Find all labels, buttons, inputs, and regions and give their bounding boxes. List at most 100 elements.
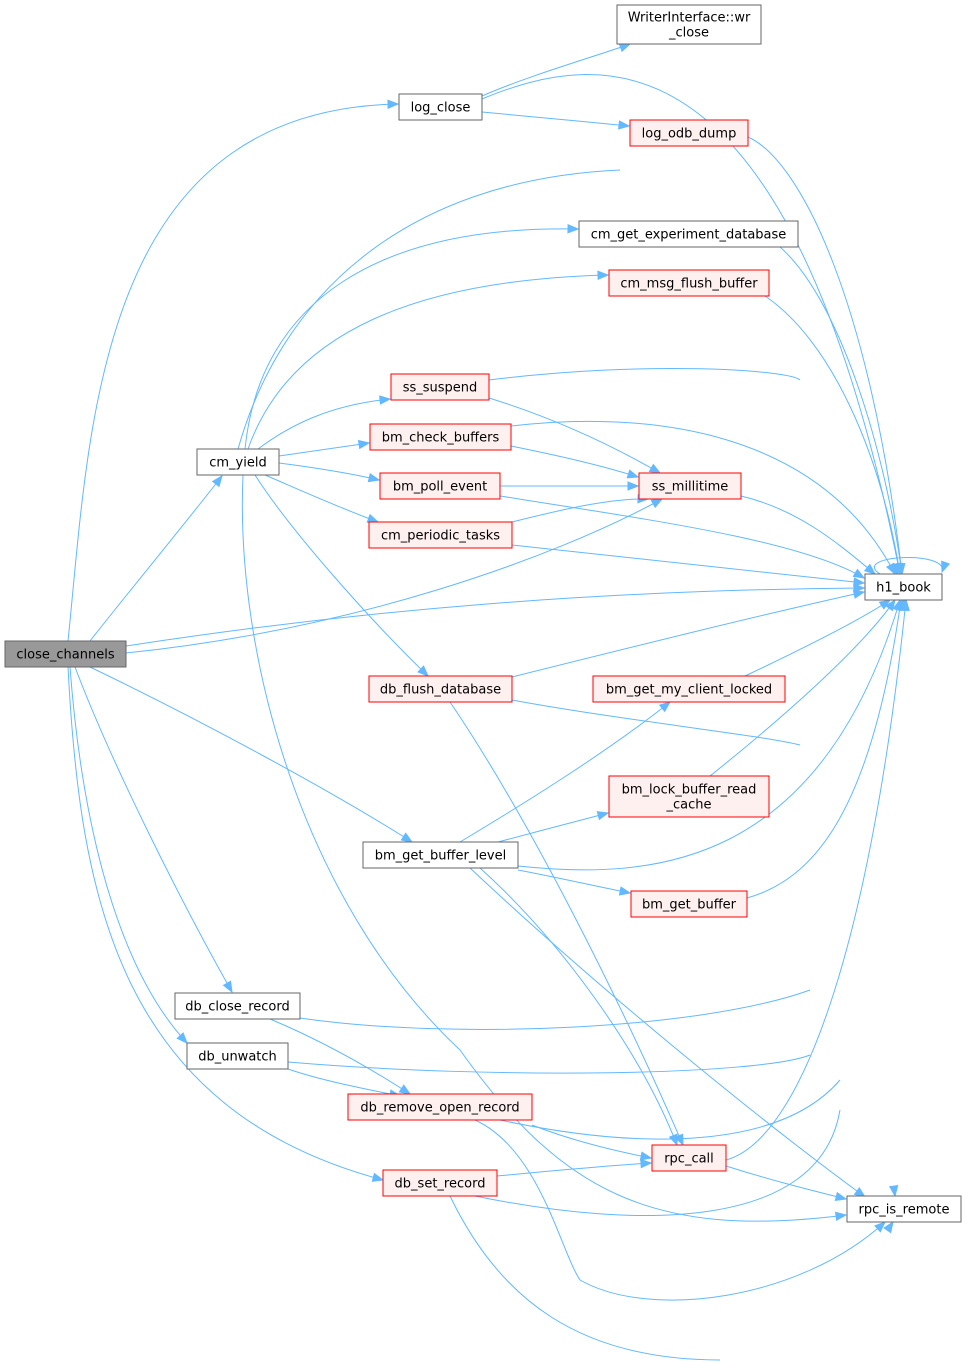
node-label: bm_check_buffers <box>382 431 500 446</box>
edge-close_channels-to-log_close <box>67 99 400 642</box>
node-db-close-record[interactable]: db_close_record <box>174 992 301 1020</box>
node-box[interactable] <box>630 890 748 918</box>
node-label: ss_suspend <box>403 381 478 396</box>
node-bm-get-my-client-locked[interactable]: bm_get_my_client_locked <box>592 675 786 703</box>
edge-cm_yield-to-bm_poll_event <box>278 462 381 483</box>
node-bm-get-buffer[interactable]: bm_get_buffer <box>630 890 748 918</box>
node-box[interactable] <box>390 373 490 401</box>
arrow-head <box>379 395 392 405</box>
arrow-head <box>941 560 951 574</box>
node-box[interactable] <box>578 220 799 248</box>
arrow-head <box>398 1084 412 1095</box>
arrow-head <box>357 439 371 450</box>
node-log-close[interactable]: log_close <box>398 93 483 121</box>
node-box[interactable] <box>174 992 301 1020</box>
edge-line <box>481 111 630 127</box>
node-cm-get-experiment-database[interactable]: cm_get_experiment_database <box>578 220 799 248</box>
node-box[interactable] <box>368 521 513 549</box>
node-rpc-call[interactable]: rpc_call <box>651 1144 727 1172</box>
node-label: cm_yield <box>209 456 266 471</box>
edge-line <box>511 498 649 523</box>
node-box[interactable] <box>608 775 770 818</box>
edge-line <box>517 599 901 871</box>
edge-h1_book-to-h1_book <box>874 557 951 575</box>
node-cm-periodic-tasks[interactable]: cm_periodic_tasks <box>368 521 513 549</box>
node-box[interactable] <box>196 448 280 476</box>
edge-bm_get_buffer_level-to-bm_get_my_client_locked <box>459 701 672 843</box>
edge-cm_yield-to-bm_check_buffers <box>278 439 371 457</box>
edge-line <box>740 495 876 575</box>
node-db-remove-open-record[interactable]: db_remove_open_record <box>347 1093 533 1121</box>
node-bm-check-buffers[interactable]: bm_check_buffers <box>369 423 512 451</box>
node-close-channels[interactable]: close_channels <box>4 640 127 668</box>
arrow-head <box>371 1172 385 1182</box>
edge-db_flush_database-to-h1_book <box>511 589 866 678</box>
edge-cm_msg_flush_buffer-to-h1_book <box>764 295 904 576</box>
node-box[interactable] <box>379 472 501 500</box>
edge-ss_suspend-to-ss_millitime <box>488 397 662 474</box>
arrow-head <box>211 474 223 488</box>
edge-log_odb_dump-to-h1_book <box>747 136 906 576</box>
edge-line <box>74 666 233 993</box>
node-label: bm_lock_buffer_read <box>622 783 757 798</box>
node-db-unwatch[interactable]: db_unwatch <box>186 1042 289 1070</box>
arrow-head <box>596 811 610 821</box>
node-writer-wr-close[interactable]: WriterInterface::wr_close <box>616 4 762 45</box>
node-bm-get-buffer-level[interactable]: bm_get_buffer_level <box>362 841 519 869</box>
edge-rpc_call-to-h1_book <box>725 598 910 1161</box>
node-box[interactable] <box>864 573 943 601</box>
node-label: db_flush_database <box>380 683 501 698</box>
edge-line <box>725 599 907 1161</box>
node-box[interactable] <box>398 93 483 121</box>
node-db-flush-database[interactable]: db_flush_database <box>368 675 513 703</box>
node-box[interactable] <box>186 1042 289 1070</box>
node-cm-msg-flush-buffer[interactable]: cm_msg_flush_buffer <box>608 269 770 297</box>
arrow-head <box>639 1151 653 1161</box>
edge-close_channels-to-db_close_record <box>74 666 233 994</box>
edge-bm_poll_event-to-h1_book <box>499 495 866 579</box>
node-label: WriterInterface::wr <box>628 11 751 26</box>
edge-db_remove_open_record-to-rpc_call <box>531 1124 653 1161</box>
node-bm-lock-buffer-read-cache[interactable]: bm_lock_buffer_read_cache <box>608 775 770 818</box>
node-box[interactable] <box>629 119 749 147</box>
node-box[interactable] <box>362 841 519 869</box>
edge-line <box>254 474 429 677</box>
node-box[interactable] <box>347 1093 533 1121</box>
node-cm-yield[interactable]: cm_yield <box>196 448 280 476</box>
arrow-head <box>834 1211 848 1222</box>
node-box[interactable] <box>608 269 770 297</box>
node-box[interactable] <box>638 472 742 500</box>
edge-bm_get_buffer_level-to-h1_book <box>517 598 902 871</box>
node-log-odb-dump[interactable]: log_odb_dump <box>629 119 749 147</box>
edge-log_close-to-log_odb_dump <box>481 111 631 130</box>
edge-line <box>499 1079 841 1140</box>
arrow-head <box>626 469 640 479</box>
arrow-head <box>367 472 381 483</box>
edge-cm_yield-to-cm_get_experiment_database <box>244 224 580 450</box>
node-box[interactable] <box>592 675 786 703</box>
node-db-set-record[interactable]: db_set_record <box>382 1169 498 1197</box>
node-h1-book[interactable]: h1_book <box>864 573 943 601</box>
node-box[interactable] <box>651 1144 727 1172</box>
node-box[interactable] <box>368 675 513 703</box>
edge-line <box>125 587 865 647</box>
node-ss-millitime[interactable]: ss_millitime <box>638 472 742 500</box>
node-bm-poll-event[interactable]: bm_poll_event <box>379 472 501 500</box>
node-label: _close <box>668 26 709 41</box>
arrow-head <box>567 224 580 234</box>
arrow-head <box>668 1133 678 1147</box>
arrow-head <box>852 589 866 599</box>
node-rpc-is-remote[interactable]: rpc_is_remote <box>846 1195 962 1223</box>
node-label: _cache <box>666 798 712 813</box>
edge-line <box>517 869 631 894</box>
edge-db_flush_database-to-rpc_is_remote <box>511 699 899 1198</box>
node-ss-suspend[interactable]: ss_suspend <box>390 373 490 401</box>
node-box[interactable] <box>369 423 512 451</box>
node-box[interactable] <box>4 640 127 668</box>
arrow-head <box>222 980 233 994</box>
edge-rpc_call-to-rpc_is_remote <box>725 1165 848 1202</box>
node-box[interactable] <box>846 1195 962 1223</box>
node-box[interactable] <box>616 4 762 45</box>
arrow-head <box>863 563 877 575</box>
node-box[interactable] <box>382 1169 498 1197</box>
